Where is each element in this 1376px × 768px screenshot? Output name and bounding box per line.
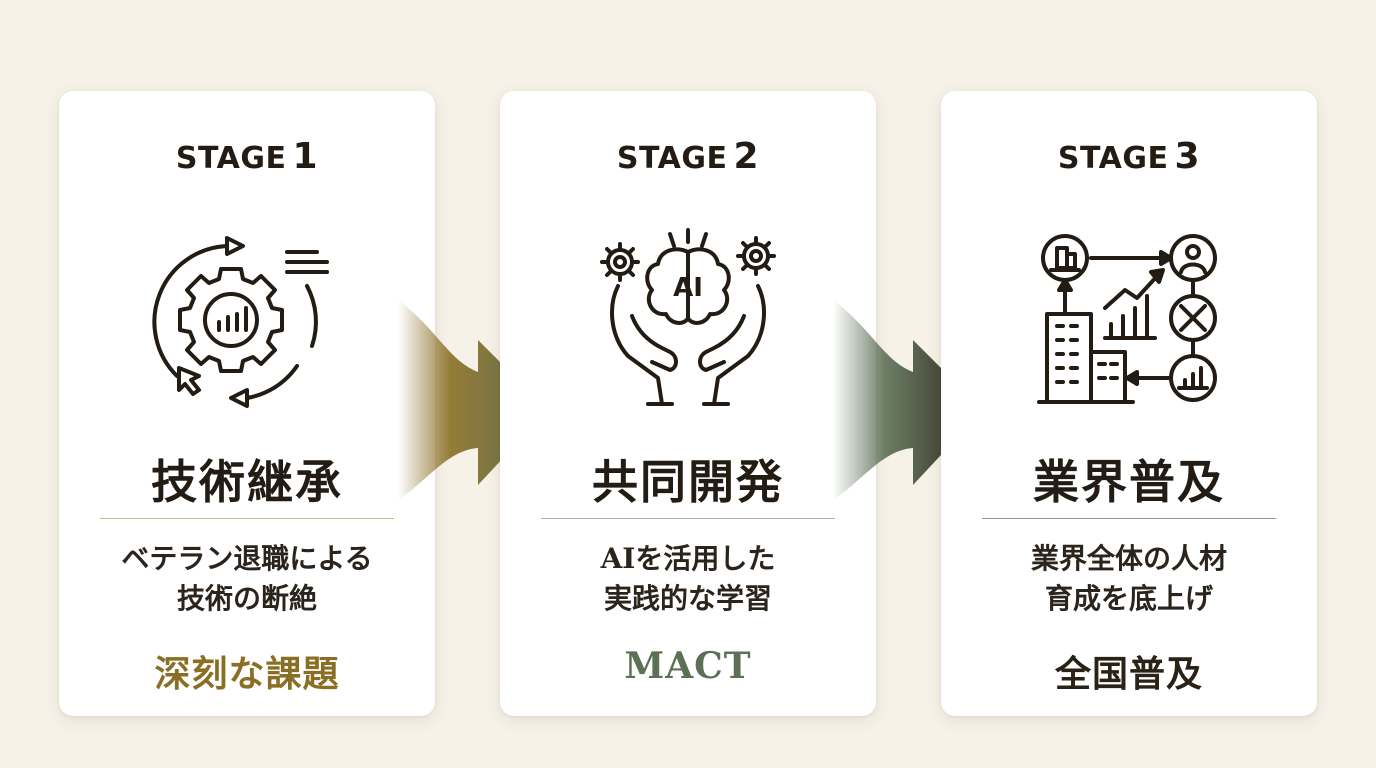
stage-description: 業界全体の人材 育成を底上げ	[941, 539, 1317, 619]
stage-title: 共同開発	[592, 455, 784, 509]
desc-line-1: 業界全体の人材	[1030, 542, 1227, 575]
desc-line-2: 実践的な学習	[603, 582, 772, 615]
stage-title: 業界普及	[1033, 455, 1225, 509]
stage-label-text: STAGE	[175, 141, 287, 176]
divider	[100, 518, 394, 519]
stage-highlight: MACT	[624, 645, 752, 687]
desc-line-1: ベテラン退職による	[121, 542, 373, 575]
ai-brain-hands-icon: AI	[588, 216, 788, 416]
stage-label-text: STAGE	[1057, 141, 1169, 176]
stage-number: 1	[292, 136, 319, 177]
stage-number: 3	[1174, 136, 1201, 177]
stage-number: 2	[733, 136, 760, 177]
stage-highlight: 深刻な課題	[154, 653, 340, 695]
divider	[541, 518, 835, 519]
stage-description: AIを活用した 実践的な学習	[500, 539, 876, 619]
desc-line-2: 育成を底上げ	[1044, 582, 1213, 615]
desc-line-1: AIを活用した	[600, 542, 776, 575]
ai-label: AI	[673, 273, 703, 303]
stage-highlight: 全国普及	[1054, 653, 1203, 695]
divider	[982, 518, 1276, 519]
gear-cycle-chart-icon	[147, 216, 347, 416]
stage-label-text: STAGE	[616, 141, 728, 176]
stage-title: 技術継承	[151, 455, 343, 509]
desc-line-2: 技術の断絶	[176, 582, 317, 615]
industry-network-icon	[1029, 216, 1229, 416]
stage-description: ベテラン退職による 技術の断絶	[59, 539, 435, 619]
